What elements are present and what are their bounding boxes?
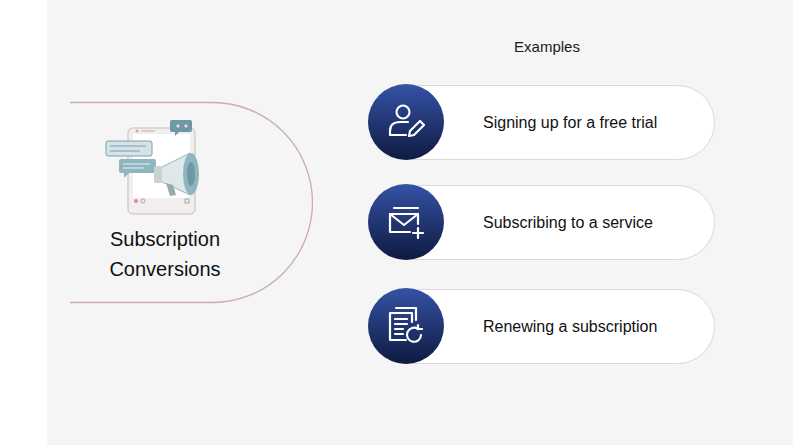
social-media-illustration — [106, 120, 199, 214]
example-text: Subscribing to a service — [483, 211, 705, 234]
example-pill: Renewing a subscription — [368, 289, 715, 364]
panel — [47, 0, 793, 445]
example-pill: Subscribing to a service — [368, 185, 715, 260]
example-pill: Signing up for a free trial — [368, 85, 715, 160]
user-edit-icon — [368, 84, 444, 160]
section-heading: Examples — [447, 38, 647, 55]
document-renew-icon — [368, 288, 444, 364]
mail-add-icon — [368, 184, 444, 260]
category-shape: Subscription Conversions — [70, 102, 315, 303]
outline-path — [70, 103, 312, 303]
example-text: Signing up for a free trial — [483, 111, 661, 134]
category-title: Subscription Conversions — [90, 224, 240, 284]
example-text: Renewing a subscription — [483, 315, 705, 338]
